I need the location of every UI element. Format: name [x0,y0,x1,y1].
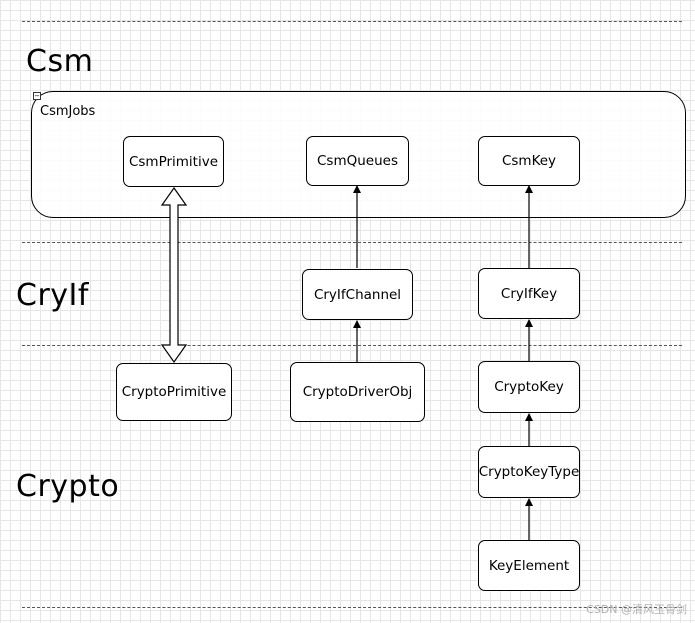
node-crypto-key[interactable]: CryptoKey [478,361,580,413]
node-csm-primitive[interactable]: CsmPrimitive [123,136,224,187]
layer-label-csm: Csm [26,44,94,79]
node-crypto-primitive[interactable]: CryptoPrimitive [116,363,232,421]
node-crypto-driver-obj[interactable]: CryptoDriverObj [290,362,425,422]
node-cryif-channel[interactable]: CryIfChannel [302,269,413,320]
node-csm-queues[interactable]: CsmQueues [306,136,409,186]
separator-bottom [22,607,682,608]
collapse-icon[interactable]: − [33,92,41,100]
node-csm-key[interactable]: CsmKey [478,136,580,186]
separator-cryif-crypto [22,345,682,346]
separator-top [22,21,682,22]
layer-label-crypto: Crypto [16,469,120,504]
node-key-element[interactable]: KeyElement [478,540,580,591]
node-crypto-key-type[interactable]: CryptoKeyType [478,446,580,498]
layer-label-cryif: CryIf [16,278,89,313]
node-cryif-key[interactable]: CryIfKey [478,268,580,319]
watermark: CSDN @清风玉骨剑 [586,603,687,616]
csmjobs-title: CsmJobs [40,104,96,119]
separator-csm-cryif [22,242,682,243]
